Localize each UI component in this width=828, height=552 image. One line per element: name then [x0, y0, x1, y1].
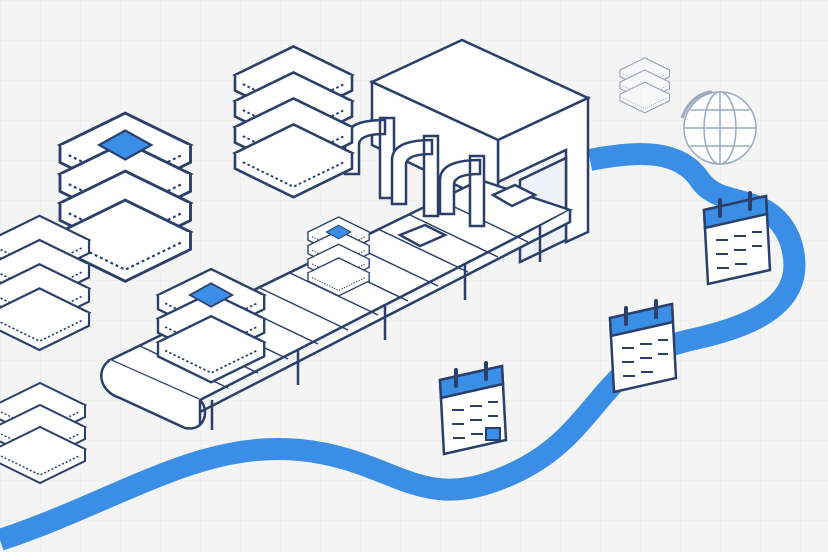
calendar-icon: [438, 361, 508, 456]
calendar-icon: [608, 299, 678, 394]
chip-stack-icon: [0, 382, 86, 484]
chip-stack-icon: [156, 267, 266, 384]
chip-stack-icon: [58, 111, 192, 283]
chip-stack-icon: [0, 214, 91, 352]
globe-icon: [680, 90, 757, 165]
calendar-icon: [702, 191, 772, 286]
server-stack-icon: [619, 57, 671, 114]
chip-stack-icon: [307, 216, 370, 297]
chip-stack-icon: [233, 45, 354, 199]
robotic-arm-icon: [343, 116, 538, 248]
